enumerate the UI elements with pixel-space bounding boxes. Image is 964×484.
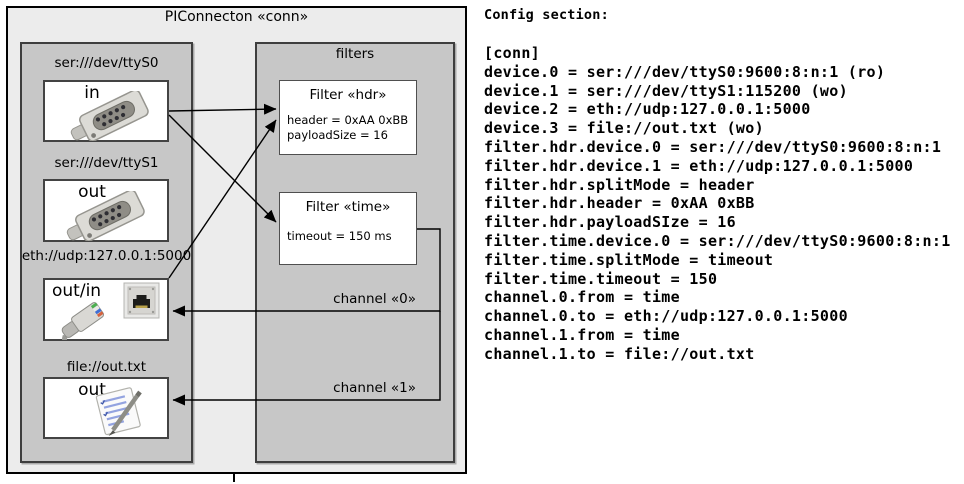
ethernet-cable-icon bbox=[61, 302, 105, 340]
filter-hdr-attr-header: header = 0xAA 0xBB bbox=[287, 113, 409, 127]
channel-0-label: channel «0» bbox=[333, 291, 416, 307]
filter-time-title: Filter «time» bbox=[305, 199, 391, 215]
device-box-ttys1: out bbox=[43, 179, 169, 242]
ethernet-jack-icon bbox=[123, 282, 160, 319]
notepad-icon bbox=[95, 387, 142, 436]
device-box-file: out bbox=[43, 377, 169, 439]
config-line: channel.1.to = file://out.txt bbox=[484, 344, 755, 363]
config-heading: Config section: bbox=[484, 7, 609, 23]
filter-box-time: Filter «time» timeout = 150 ms bbox=[279, 192, 417, 265]
device-url-label-ttys0: ser:///dev/ttyS0 bbox=[54, 55, 159, 71]
config-line: filter.hdr.device.1 = eth://udp:127.0.0.… bbox=[484, 156, 914, 175]
frame-title: PIConnecton «conn» bbox=[164, 9, 309, 25]
config-line: filter.hdr.payloadSIze = 16 bbox=[484, 213, 736, 232]
device-url-label-eth: eth://udp:127.0.0.1:5000 bbox=[21, 248, 192, 264]
config-line: device.3 = file://out.txt (wo) bbox=[484, 119, 764, 138]
config-line: channel.0.to = eth://udp:127.0.0.1:5000 bbox=[484, 307, 848, 326]
filter-box-hdr: Filter «hdr» header = 0xAA 0xBB payloadS… bbox=[279, 80, 417, 155]
config-line: device.1 = ser:///dev/ttyS1:115200 (wo) bbox=[484, 81, 848, 100]
config-line: channel.1.from = time bbox=[484, 325, 680, 344]
filter-hdr-title: Filter «hdr» bbox=[309, 87, 387, 103]
channel-1-label: channel «1» bbox=[333, 380, 416, 396]
config-line: filter.hdr.device.0 = ser:///dev/ttyS0:9… bbox=[484, 137, 942, 156]
config-listing: [conn] device.0 = ser:///dev/ttyS0:9600:… bbox=[484, 44, 951, 364]
device-url-label-ttys1: ser:///dev/ttyS1 bbox=[54, 155, 159, 171]
device-box-ttys0: in bbox=[43, 80, 169, 142]
config-line: [conn] bbox=[484, 44, 540, 62]
filter-time-attr-timeout: timeout = 150 ms bbox=[287, 229, 392, 243]
device-direction-label: out/in bbox=[52, 281, 102, 301]
config-line: filter.time.splitMode = timeout bbox=[484, 250, 774, 269]
config-line: device.0 = ser:///dev/ttyS0:9600:8:n:1 (… bbox=[484, 62, 886, 81]
serial-connector-icon bbox=[70, 91, 149, 141]
filter-hdr-attr-payloadsize: payloadSize = 16 bbox=[287, 127, 388, 142]
config-line: channel.0.from = time bbox=[484, 288, 680, 307]
device-direction-label: out bbox=[78, 182, 106, 202]
config-line: filter.time.device.0 = ser:///dev/ttyS0:… bbox=[484, 231, 951, 250]
config-line: device.2 = eth://udp:127.0.0.1:5000 bbox=[484, 100, 811, 119]
serial-connector-icon bbox=[66, 191, 145, 241]
config-line: filter.hdr.splitMode = header bbox=[484, 175, 755, 194]
config-line: filter.time.timeout = 150 bbox=[484, 269, 718, 288]
device-box-eth: out/in bbox=[43, 278, 169, 341]
config-line: filter.hdr.header = 0xAA 0xBB bbox=[484, 194, 755, 213]
device-url-label-file: file://out.txt bbox=[66, 359, 147, 375]
filters-group-title: filters bbox=[335, 46, 375, 62]
device-direction-label: in bbox=[84, 83, 100, 103]
